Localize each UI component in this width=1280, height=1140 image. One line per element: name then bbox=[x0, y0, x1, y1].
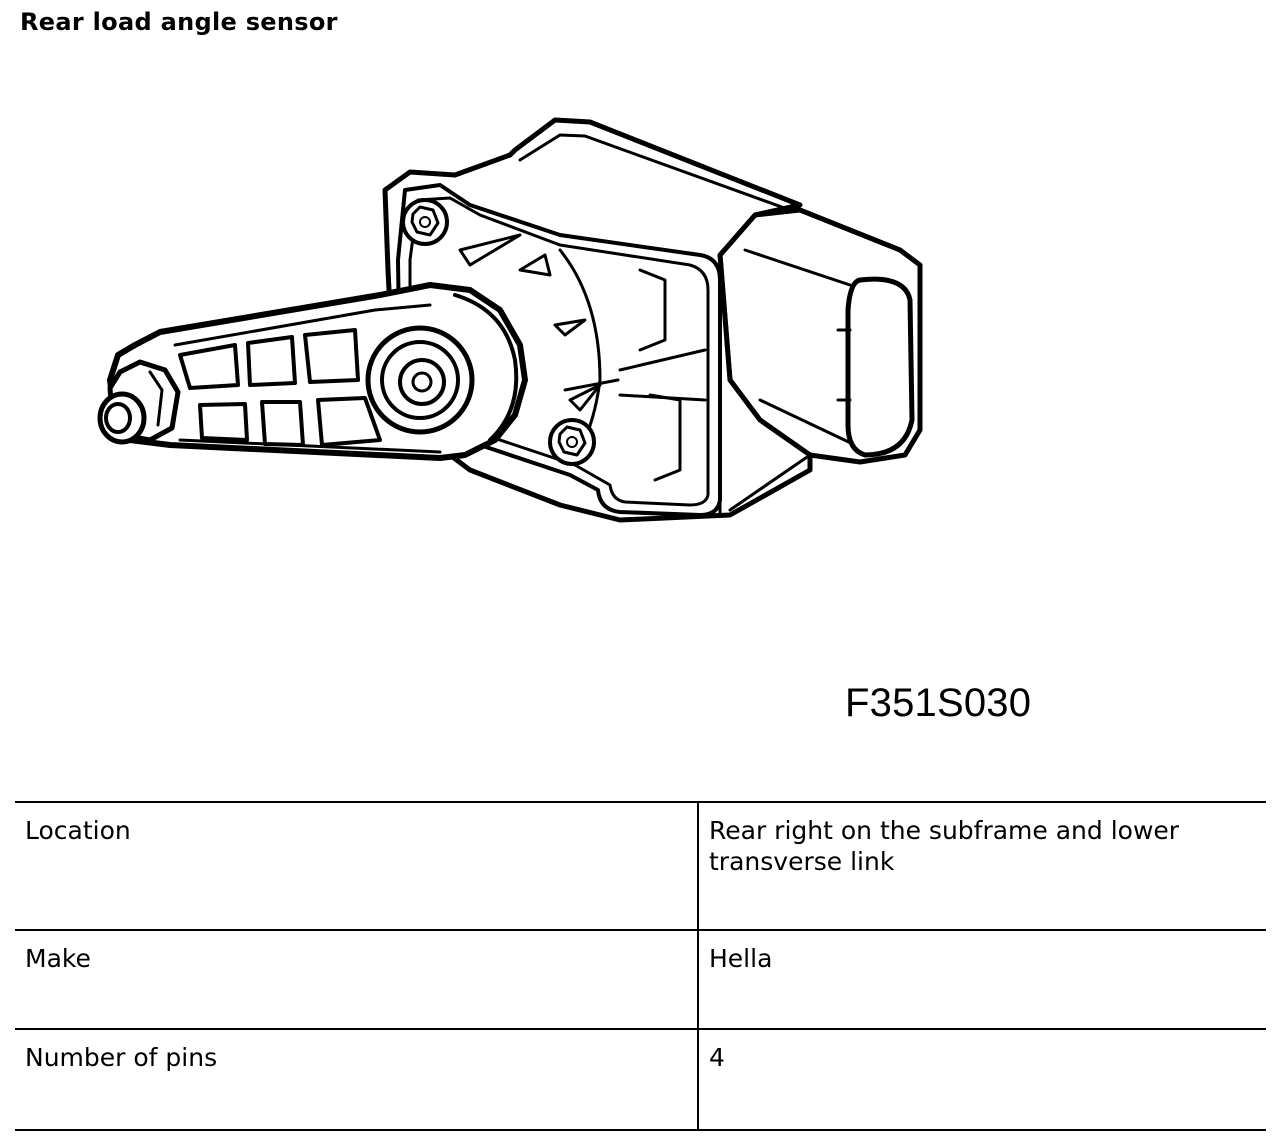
table-row: Location Rear right on the subframe and … bbox=[15, 801, 1266, 931]
page-title: Rear load angle sensor bbox=[20, 8, 338, 36]
row-label-pins: Number of pins bbox=[15, 1028, 699, 1131]
row-value-location: Rear right on the subframe and lower tra… bbox=[698, 801, 1266, 931]
mounting-screw-bottom bbox=[548, 418, 596, 466]
row-value-make: Hella bbox=[698, 929, 1266, 1030]
spec-table: Location Rear right on the subframe and … bbox=[15, 801, 1266, 1131]
row-label-location: Location bbox=[15, 801, 699, 931]
sensor-lever-arm bbox=[97, 282, 528, 461]
table-row: Number of pins 4 bbox=[15, 1028, 1266, 1131]
row-label-make: Make bbox=[15, 929, 699, 1030]
connector-housing bbox=[717, 207, 923, 465]
sensor-illustration bbox=[97, 117, 923, 523]
row-value-pins: 4 bbox=[698, 1028, 1266, 1131]
mounting-screw-top bbox=[401, 198, 449, 246]
table-row: Make Hella bbox=[15, 929, 1266, 1030]
figure-code: F351S030 bbox=[845, 681, 1032, 725]
